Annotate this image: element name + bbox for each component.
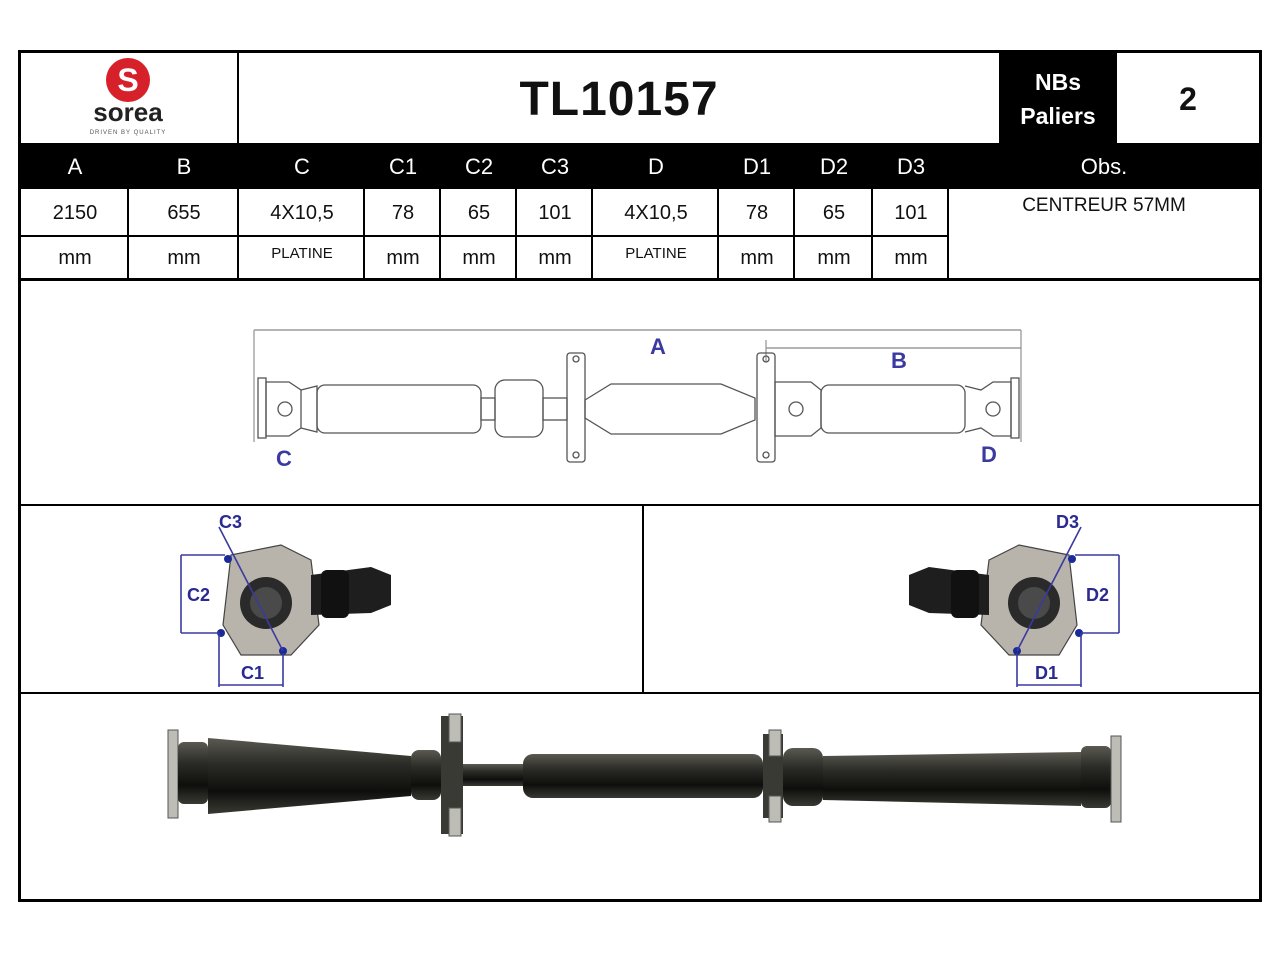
unit-d1: mm bbox=[740, 246, 774, 269]
label-c2: C2 bbox=[187, 585, 211, 605]
unit-b: mm bbox=[167, 246, 201, 269]
unit-a: mm bbox=[58, 246, 92, 269]
label-a: A bbox=[650, 334, 666, 359]
header-a: A bbox=[67, 154, 83, 179]
bearings-label: NBs Paliers bbox=[999, 53, 1117, 145]
flange-c-detail: C3 C2 C1 bbox=[171, 512, 411, 690]
unit-c2: mm bbox=[462, 246, 496, 269]
bearings-label-line1: NBs bbox=[1034, 69, 1081, 95]
value-a: 2150 bbox=[52, 201, 98, 224]
grid-line bbox=[21, 278, 1259, 281]
brand-logo: S sorea DRIVEN BY QUALITY bbox=[21, 53, 239, 145]
value-c: 4X10,5 bbox=[270, 201, 334, 224]
header-c3: C3 bbox=[540, 154, 570, 179]
header-d1: D1 bbox=[742, 154, 772, 179]
header-d2: D2 bbox=[819, 154, 849, 179]
unit-d: PLATINE bbox=[625, 245, 687, 262]
value-d: 4X10,5 bbox=[624, 201, 688, 224]
header-d3: D3 bbox=[896, 154, 926, 179]
value-b: 655 bbox=[167, 201, 201, 224]
header-c: C bbox=[294, 154, 310, 179]
grid-line bbox=[439, 189, 441, 279]
sorea-logo-icon: S sorea DRIVEN BY QUALITY bbox=[90, 58, 167, 136]
label-d1: D1 bbox=[1035, 663, 1059, 683]
flange-c-photo-icon bbox=[180, 526, 391, 687]
grid-line bbox=[237, 53, 239, 145]
label-d2: D2 bbox=[1086, 585, 1110, 605]
grid-line bbox=[21, 143, 1259, 145]
header-c1: C1 bbox=[388, 154, 418, 179]
value-d3: 101 bbox=[894, 201, 928, 224]
unit-d2: mm bbox=[817, 246, 851, 269]
spec-header-row: A B C C1 C2 C3 D D1 D2 D3 Obs. bbox=[21, 145, 1259, 189]
shaft-outline-diagram bbox=[253, 329, 1022, 463]
value-d2: 65 bbox=[822, 201, 846, 224]
datasheet: S sorea DRIVEN BY QUALITY TL10157 NBs Pa… bbox=[18, 50, 1262, 902]
value-d1: 78 bbox=[745, 201, 769, 224]
grid-line bbox=[363, 189, 365, 279]
svg-text:DRIVEN BY QUALITY: DRIVEN BY QUALITY bbox=[90, 130, 167, 136]
value-c2: 65 bbox=[467, 201, 491, 224]
unit-d3: mm bbox=[894, 246, 928, 269]
unit-c1: mm bbox=[386, 246, 420, 269]
label-c: C bbox=[276, 446, 292, 471]
label-c3: C3 bbox=[219, 512, 243, 532]
label-d3: D3 bbox=[1056, 512, 1080, 532]
grid-line bbox=[515, 189, 517, 279]
dimension-diagram: A B C D bbox=[21, 282, 1259, 504]
header-obs: Obs. bbox=[1080, 154, 1128, 179]
grid-line bbox=[591, 189, 593, 279]
part-reference: TL10157 bbox=[519, 72, 719, 126]
grid-line bbox=[127, 189, 129, 279]
flange-d-photo-icon bbox=[909, 526, 1120, 687]
label-c1: C1 bbox=[241, 663, 265, 683]
bearings-count: 2 bbox=[1179, 80, 1197, 117]
shaft-photo bbox=[21, 694, 1259, 899]
label-b: B bbox=[891, 348, 907, 373]
grid-line bbox=[21, 235, 949, 237]
bearings-label-line2: Paliers bbox=[1020, 103, 1096, 129]
obs-value: CENTREUR 57MM bbox=[1022, 195, 1186, 216]
unit-c: PLATINE bbox=[271, 245, 333, 262]
value-c3: 101 bbox=[538, 201, 572, 224]
grid-line bbox=[642, 504, 644, 694]
flange-d-detail: D3 D2 D1 bbox=[889, 512, 1129, 690]
grid-line bbox=[237, 189, 239, 279]
svg-text:sorea: sorea bbox=[93, 97, 163, 127]
header-c2: C2 bbox=[464, 154, 494, 179]
unit-c3: mm bbox=[538, 246, 572, 269]
svg-text:S: S bbox=[117, 62, 138, 98]
header-b: B bbox=[176, 154, 192, 179]
header-d: D bbox=[648, 154, 664, 179]
value-c1: 78 bbox=[391, 201, 415, 224]
grid-line bbox=[21, 504, 1259, 506]
grid-line bbox=[21, 692, 1259, 694]
grid-line bbox=[793, 189, 795, 279]
label-d: D bbox=[981, 442, 997, 467]
grid-line bbox=[717, 189, 719, 279]
drive-shaft-photo-icon bbox=[167, 713, 1122, 837]
grid-line bbox=[947, 189, 949, 279]
grid-line bbox=[871, 189, 873, 279]
